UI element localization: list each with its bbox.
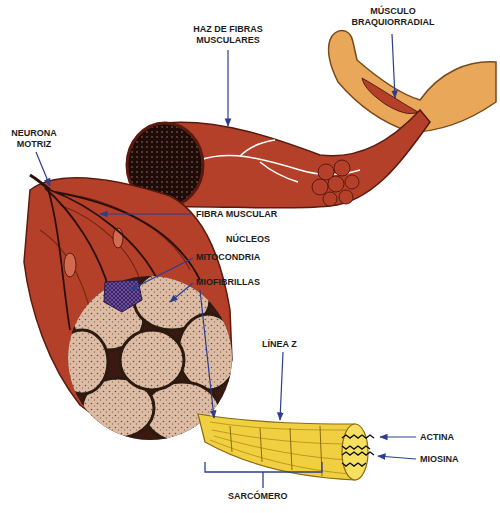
fascicle [345, 175, 359, 189]
leader-line [170, 283, 193, 302]
fascicle [339, 190, 353, 204]
part-label: MÚSCULO BRAQUIORRADIAL [348, 6, 438, 28]
actin-myosin-filaments [342, 435, 374, 466]
part-label: NÚCLEOS [226, 234, 306, 245]
nucleus-shape [64, 253, 76, 277]
arm-figure [328, 31, 496, 133]
leader-line [227, 50, 228, 126]
part-label: MITOCONDRIA [196, 252, 296, 263]
part-label: FIBRA MUSCULAR [196, 209, 316, 220]
arm-outline [328, 31, 496, 133]
part-label: SARCÓMERO [228, 491, 318, 502]
mitochondrion [104, 280, 142, 312]
fascicle [328, 176, 344, 192]
fascicle [334, 160, 350, 176]
bundle-body [165, 110, 430, 208]
part-label: NEURONA MOTRIZ [6, 128, 62, 150]
leader-line [130, 258, 193, 290]
myofilament-lines [210, 422, 350, 474]
z-lines [230, 426, 322, 476]
part-label: ACTINA [420, 432, 496, 443]
fascicle-cluster [312, 160, 359, 206]
myofibril-lobe [56, 330, 108, 394]
leader-line [392, 34, 395, 98]
leader-line [200, 290, 214, 418]
brachioradialis-muscle [362, 78, 418, 114]
part-label: MIOFIBRILLAS [196, 277, 296, 288]
fascicle [323, 192, 337, 206]
part-label: MIOSINA [420, 454, 496, 465]
sarcomere-bracket [205, 462, 322, 488]
fascicle [312, 179, 328, 195]
leader-line [380, 436, 416, 437]
myofibril-body [198, 414, 355, 480]
part-label: HAZ DE FIBRAS MUSCULARES [178, 24, 278, 46]
leader-line [100, 213, 192, 214]
leader-line [378, 456, 416, 459]
part-label: LÍNEA Z [262, 339, 332, 350]
myofibril-lobe [120, 330, 184, 390]
myofibril [198, 414, 374, 480]
myofibril-lobe [178, 314, 238, 390]
leader-line [36, 152, 50, 186]
leader-line [280, 352, 283, 420]
leader-lines [36, 34, 416, 459]
